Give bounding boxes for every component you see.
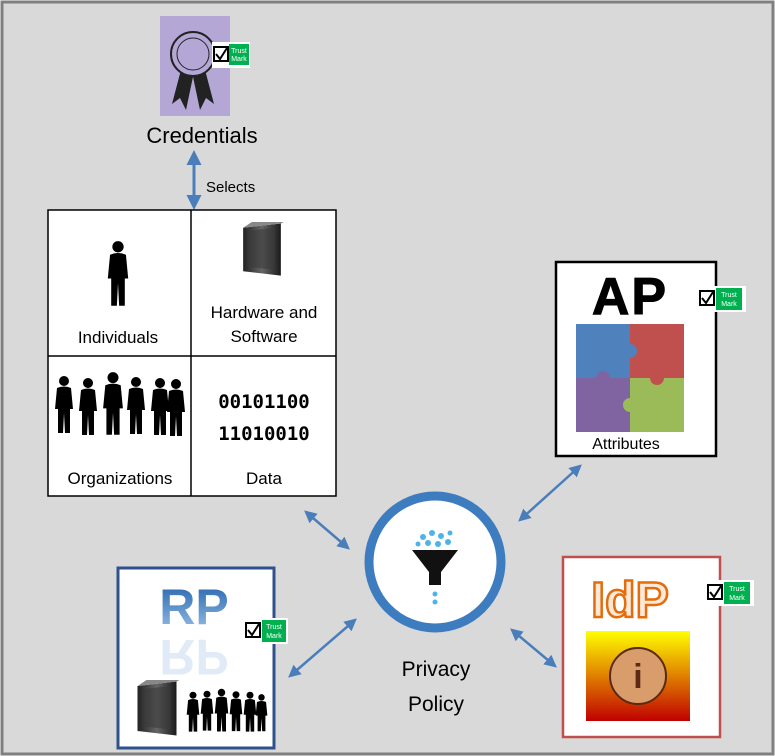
funnel-filter-icon xyxy=(412,530,458,605)
privacy-label-line1: Privacy xyxy=(402,658,471,681)
trustmark-text: Trust xyxy=(231,48,247,55)
arrow-entities-privacy xyxy=(304,510,350,550)
svg-text:Mark: Mark xyxy=(231,56,247,63)
server-icon xyxy=(243,222,284,276)
trustmark-rp: Trust Mark xyxy=(244,618,288,644)
svg-text:Trust: Trust xyxy=(729,586,745,593)
info-icon: i xyxy=(609,647,667,705)
ribbon-award-icon xyxy=(170,31,216,110)
svg-text:Mark: Mark xyxy=(266,633,282,640)
ap-title: AP xyxy=(592,268,668,326)
credentials-label: Credentials xyxy=(146,123,257,148)
puzzle-icon xyxy=(576,324,684,432)
data-bits-line2: 11010010 xyxy=(218,423,310,445)
hardware-label-line1: Hardware and xyxy=(211,303,318,322)
info-glyph: i xyxy=(633,658,642,696)
trustmark-ap: Trust Mark xyxy=(698,286,746,312)
privacy-hub xyxy=(364,491,506,633)
rp-title: RP xyxy=(159,579,228,635)
trustmark-credentials: Trust Mark xyxy=(212,42,250,68)
ap-box: AP Attributes xyxy=(554,260,718,458)
organizations-label: Organizations xyxy=(68,469,173,488)
server-icon xyxy=(137,680,180,736)
arrow-rp-privacy xyxy=(288,618,357,678)
idp-box: IdP i xyxy=(561,555,722,739)
svg-text:RP: RP xyxy=(159,629,228,685)
arrow-idp-privacy xyxy=(510,628,557,668)
privacy-label-line2: Policy xyxy=(408,693,465,716)
credentials-group: Trust Mark Credentials xyxy=(146,16,258,148)
svg-text:Trust: Trust xyxy=(721,292,737,299)
hardware-label-line2: Software xyxy=(230,327,297,346)
arrow-ap-privacy xyxy=(518,464,582,522)
svg-text:Trust: Trust xyxy=(266,624,282,631)
rp-box: RP RP xyxy=(116,566,276,750)
data-label: Data xyxy=(246,469,282,488)
svg-text:Mark: Mark xyxy=(729,595,745,602)
entity-grid: Individuals Hardware and Software Organi… xyxy=(47,209,337,497)
trustmark-idp: Trust Mark xyxy=(706,580,754,606)
idp-title: IdP xyxy=(591,572,669,628)
rp-title-reflection: RP xyxy=(159,629,228,685)
data-bits-line1: 00101100 xyxy=(218,391,310,413)
svg-text:Mark: Mark xyxy=(721,301,737,308)
selects-label: Selects xyxy=(206,179,255,196)
individuals-label: Individuals xyxy=(78,328,158,347)
attributes-label: Attributes xyxy=(592,436,660,453)
